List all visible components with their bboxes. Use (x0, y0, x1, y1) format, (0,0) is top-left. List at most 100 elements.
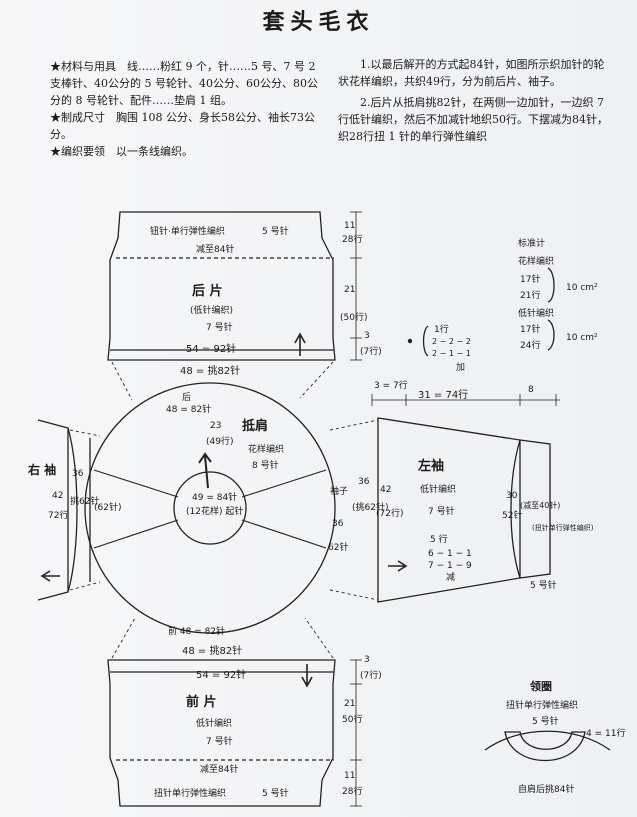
right-sleeve-rows-72: 72行 (48, 509, 68, 521)
left-sleeve-dec: (减至40针) (520, 500, 560, 510)
front-stitch-label: 低针编织 (196, 717, 232, 729)
yoke-center-label: 49 = 84针 (192, 491, 237, 503)
back-dim-28: 28行 (342, 233, 362, 245)
gauge-brace (547, 267, 555, 303)
gauge-pattern-area: 10 cm² (566, 283, 598, 293)
down-arrow (301, 664, 313, 688)
yoke-needle8-label: 8 号针 (252, 459, 279, 471)
inc-dot (407, 338, 413, 344)
yoke-dim-23: 23 (210, 421, 221, 431)
back-width-label: 54 = 92针 (186, 342, 236, 355)
gauge-title: 标准计 (518, 237, 545, 249)
collar-dim: 4 = 11行 (586, 727, 625, 739)
left-sleeve-cuff (519, 439, 551, 579)
left-sleeve-reduce: 减 (446, 571, 455, 583)
connector-line (329, 419, 379, 431)
gauge-low-st: 17针 (520, 323, 540, 335)
yoke-front-label: 前 48 = 82针 (168, 625, 225, 637)
size-text: ★制成尺寸 胸围 108 公分、身长58公分、袖长73公分。 (50, 111, 315, 141)
right-sleeve-dim-42: 42 (52, 491, 63, 501)
front-dim-50: 50行 (342, 713, 362, 725)
connector-line (299, 361, 334, 399)
spec-block: ★材料与用具 线……粉红 9 个，针……5 号、7 号 2 支棒针、40公分的 … (50, 58, 320, 160)
left-sleeve-needle7: 7 号针 (428, 505, 455, 517)
step-2: 2.后片从抵肩挑82针，在两侧一边加针，一边织 7 行低针编织，然后不加减针地织… (338, 96, 608, 143)
front-rib-label: 扭针单行弹性编织 (154, 787, 226, 799)
back-stitch-label: (低针编织) (190, 304, 233, 316)
connector-line (329, 589, 379, 601)
yoke-center-label-2: (12花样) 起针 (186, 505, 243, 517)
left-sleeve-needle5: 5 号针 (530, 579, 557, 591)
left-sleeve-name: 左袖 (418, 458, 444, 474)
right-sleeve-outline (37, 419, 69, 601)
up-arrow (294, 332, 306, 356)
collar-rib: 扭针单行弹性编织 (506, 699, 578, 711)
points-text: ★编织要领 以一条线编织。 (50, 145, 193, 158)
back-needle5-label: 5 号针 (262, 225, 289, 237)
left-sleeve-stitch: 低针编织 (420, 483, 456, 495)
right-sleeve-pick: 挑62针 (70, 495, 99, 507)
back-piece-outline (107, 211, 336, 361)
front-dim-28: 28行 (342, 785, 362, 797)
back-dim-50: (50行) (340, 311, 367, 323)
front-needle5-label: 5 号针 (262, 787, 289, 799)
yoke-back-stitches: 48 = 82针 (166, 403, 211, 415)
front-dim-21: 21 (344, 699, 355, 709)
yoke-back-label: 后 (182, 392, 191, 403)
right-sleeve-name: 右 袖 (27, 462, 56, 477)
yoke-raglan-line (93, 519, 179, 549)
connector-line (69, 429, 101, 437)
left-sleeve-dim-42: 42 (380, 485, 391, 495)
left-sleeve-dim-8: 8 (528, 385, 534, 395)
yoke-arrow (198, 452, 212, 489)
inc-brace (422, 325, 429, 357)
collar-pick: 自肩后挑84针 (518, 783, 574, 795)
left-sleeve-5rows: 5 行 (430, 533, 448, 545)
right-sleeve-62: (62针) (94, 501, 121, 513)
connector-line (69, 581, 101, 591)
yoke-dim-36: 36 (332, 519, 344, 529)
left-sleeve-dim-3: 3 = 7行 (374, 379, 408, 391)
left-sleeve-dec-1: 6 − 1 − 1 (428, 549, 472, 559)
collar-outline (504, 731, 586, 762)
step-1: 1.以最后解开的方式起84针，如图所示织加针的轮状花样编织，共织49行，分为前后… (338, 58, 605, 88)
yoke-pattern-label: 花样编织 (248, 443, 284, 455)
inc-label: 加 (456, 362, 465, 373)
inc-row-3: 2 − 1 − 1 (432, 349, 471, 358)
yoke-raglan-line (241, 469, 327, 498)
back-name-label: 后 片 (192, 283, 223, 299)
left-sleeve-pick: (挑62针) (352, 501, 388, 513)
left-sleeve-rows-72: (72行) (376, 507, 403, 519)
left-sleeve-curve (510, 439, 521, 579)
yoke-raglan-line (93, 469, 179, 498)
front-width-label: 54 = 92针 (196, 668, 246, 681)
gauge-pattern: 花样编织 (518, 255, 554, 267)
right-sleeve-dim-36: 36 (72, 469, 84, 479)
left-sleeve-dim-31: 31 = 74行 (418, 388, 468, 401)
connector-line (111, 617, 136, 659)
left-sleeve-dim-36: 36 (358, 477, 370, 487)
yoke-outer-circle (84, 382, 336, 634)
gauge-pattern-rows: 21行 (520, 289, 540, 301)
front-dec-label: 减至84针 (200, 763, 238, 775)
back-needle7-label: 7 号针 (206, 321, 233, 333)
gauge-low: 低针编织 (518, 307, 554, 319)
yoke-name-label: 抵肩 (242, 418, 268, 434)
inc-row-2: 2 − 2 − 2 (432, 337, 471, 346)
yoke-raglan-line (241, 519, 327, 549)
gauge-low-rows: 24行 (520, 339, 540, 351)
front-dim-11: 11 (344, 771, 355, 781)
front-needle7-label: 7 号针 (206, 735, 233, 747)
left-arrow (40, 570, 60, 582)
steps-block: 1.以最后解开的方式起84针，如图所示织加针的轮状花样编织，共织49行，分为前后… (338, 56, 610, 149)
yoke-dim-49: (49行) (206, 435, 233, 447)
yoke-inner-circle (173, 471, 247, 545)
left-sleeve-rib: (扭针单行弹性编织) (532, 523, 594, 532)
yoke-dim-62: 62针 (328, 541, 348, 553)
front-dim-7: (7行) (360, 669, 382, 681)
page-title: 套头毛衣 (262, 9, 375, 35)
collar-needle5: 5 号针 (532, 715, 559, 727)
back-dim-11: 11 (344, 221, 355, 231)
